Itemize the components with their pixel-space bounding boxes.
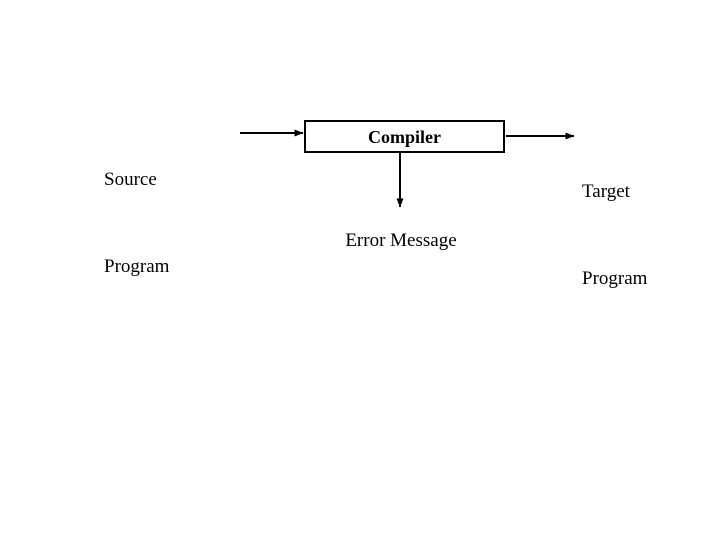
target-program-line-1: Target (582, 181, 630, 202)
source-program-line-1: Source (104, 169, 157, 190)
compiler-box-label: Compiler (368, 126, 441, 147)
compiler-box: Compiler (304, 120, 505, 153)
node-label-error-message: Error Message (345, 230, 457, 251)
target-program-line-2: Program (582, 268, 648, 289)
node-label-target-program: Target Program (582, 119, 647, 351)
source-program-line-2: Program (104, 256, 170, 277)
node-label-source-program: Source Program (104, 107, 169, 339)
